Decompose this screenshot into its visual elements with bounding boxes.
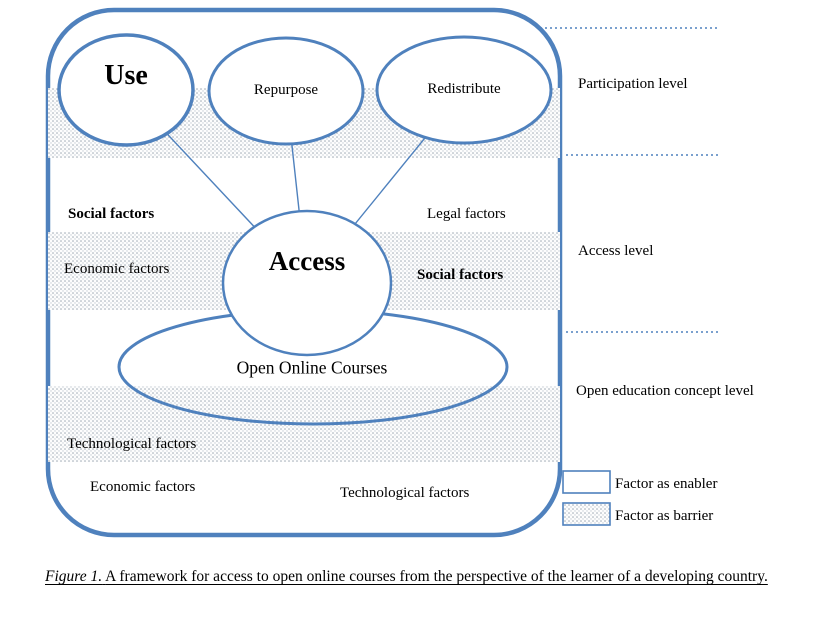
social-factors-participation-label: Social factors — [68, 206, 155, 222]
figure-caption-label: Figure 1. — [45, 568, 103, 585]
technological-factors-bottom-label: Technological factors — [340, 485, 470, 501]
redistribute-ellipse — [375, 35, 553, 145]
legal-factors-label: Legal factors — [427, 206, 506, 222]
technological-factors-concept-label: Technological factors — [67, 436, 197, 452]
legend-enabler-label: Factor as enabler — [615, 476, 718, 492]
repurpose-label: Repurpose — [253, 82, 319, 98]
use-ellipse — [57, 33, 195, 147]
access-level-label: Access level — [578, 243, 654, 259]
participation-level-label: Participation level — [578, 76, 688, 92]
access-label: Access — [268, 245, 346, 276]
level-separator-lines — [540, 27, 719, 333]
figure-caption-text: A framework for access to open online co… — [105, 568, 768, 585]
legend-barrier-swatch — [562, 502, 611, 526]
open-online-courses-label: Open Online Courses — [236, 357, 388, 378]
social-factors-access-label: Social factors — [417, 267, 504, 283]
use-label: Use — [104, 60, 148, 92]
repurpose-ellipse — [207, 36, 365, 146]
figure-caption: Figure 1. A framework for access to open… — [45, 565, 797, 590]
economic-factors-bottom-label: Economic factors — [90, 479, 196, 495]
legend-barrier-label: Factor as barrier — [615, 508, 714, 524]
access-ellipse — [221, 209, 393, 357]
legend-enabler-swatch — [562, 470, 611, 494]
economic-factors-access-label: Economic factors — [64, 261, 170, 277]
open-education-level-label: Open education concept level — [576, 383, 754, 399]
redistribute-label: Redistribute — [427, 81, 501, 97]
